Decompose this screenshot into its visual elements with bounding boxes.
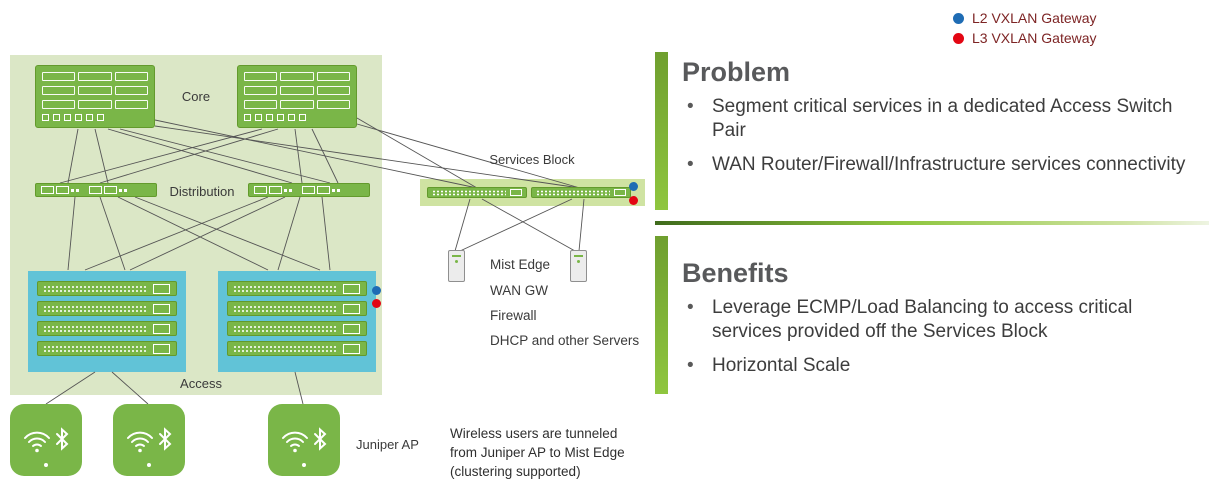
l3-vxlan-gateway-icon [953,32,964,44]
legend-item-l2: L2 VXLAN Gateway [953,8,1097,28]
services-list-item: Firewall [490,308,537,323]
mist-edge-server-1 [448,250,465,282]
problem-title: Problem [682,57,791,87]
wifi-bluetooth-icon [282,427,327,453]
benefits-title: Benefits [682,258,789,288]
problem-bullet: Segment critical services in a dedicated… [682,95,1192,144]
access-switch [227,321,367,336]
benefits-bullet: Leverage ECMP/Load Balancing to access c… [682,296,1192,345]
benefits-bullet-text: Horizontal Scale [712,354,851,376]
access-switch [37,301,177,316]
juniper-ap [268,404,340,476]
l2-vxlan-gateway-icon [629,182,638,191]
l2-vxlan-gateway-icon [953,12,964,24]
services-block-label: Services Block [489,152,575,167]
services-switch-1 [427,187,527,198]
services-list-item: WAN GW [490,283,548,298]
legend-label-l2: L2 VXLAN Gateway [972,10,1097,26]
distribution-label: Distribution [169,184,235,199]
access-switch [37,321,177,336]
ap-status-led [44,463,48,467]
wifi-bluetooth-icon [127,427,172,453]
legend-label-l3: L3 VXLAN Gateway [972,30,1097,46]
ap-status-led [302,463,306,467]
access-label: Access [180,376,222,391]
access-switch [227,281,367,296]
benefits-bullet-text: Leverage ECMP/Load Balancing to access c… [712,297,1133,343]
benefits-bullets: Leverage ECMP/Load Balancing to access c… [682,296,1192,387]
services-list-item: Mist Edge [490,257,551,272]
juniper-ap [113,404,185,476]
problem-bullet: WAN Router/Firewall/Infrastructure servi… [682,153,1192,178]
core-switch-1 [35,65,155,128]
distribution-switch-2 [248,183,370,197]
ap-status-led [147,463,151,467]
access-switch [227,301,367,316]
problem-accent-bar [655,52,668,210]
legend-item-l3: L3 VXLAN Gateway [953,28,1097,48]
access-switch [37,281,177,296]
access-switch [37,341,177,356]
l3-vxlan-gateway-icon [629,196,638,205]
benefits-accent-bar [655,236,668,394]
legend: L2 VXLAN Gateway L3 VXLAN Gateway [953,8,1097,48]
core-switch-2 [237,65,357,128]
wifi-bluetooth-icon [24,427,69,453]
services-list-item: DHCP and other Servers [490,333,640,348]
problem-bullet-text: WAN Router/Firewall/Infrastructure servi… [712,153,1186,175]
problem-bullets: Segment critical services in a dedicated… [682,95,1192,186]
services-switch-2 [531,187,631,198]
distribution-switch-1 [35,183,157,197]
juniper-ap-label: Juniper AP [356,437,419,452]
l2-vxlan-gateway-icon [372,286,381,295]
access-switch [227,341,367,356]
problem-bullet-text: Segment critical services in a dedicated… [712,96,1173,142]
juniper-ap [10,404,82,476]
benefits-bullet: Horizontal Scale [682,354,1192,379]
wireless-note: Wireless users are tunneled from Juniper… [450,426,625,479]
section-divider [655,221,1209,225]
mist-edge-server-2 [570,250,587,282]
core-label: Core [181,89,211,104]
l3-vxlan-gateway-icon [372,299,381,308]
